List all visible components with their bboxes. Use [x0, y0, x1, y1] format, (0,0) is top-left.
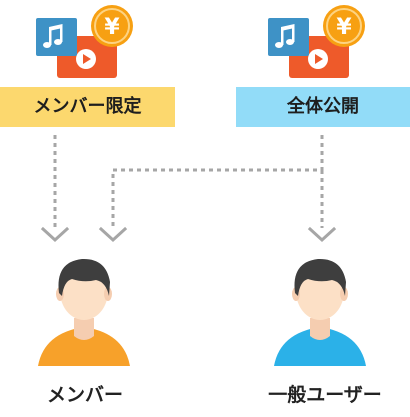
general-user-label: 一般ユーザー [268, 384, 382, 406]
music-card-icon [268, 18, 309, 56]
public-box [236, 87, 410, 127]
member-person-icon [38, 258, 130, 366]
member-label: メンバー [46, 384, 123, 406]
music-note-icon [275, 24, 295, 48]
arrowhead-member-1 [40, 226, 70, 243]
yen-symbol: ¥ [336, 15, 352, 40]
public-label: 全体公開 [287, 96, 359, 117]
paid-media-icon-members: ¥ [36, 5, 133, 78]
general-user-person-icon [274, 258, 366, 366]
members-only-box [0, 87, 175, 127]
arrow-public-to-member [111, 135, 324, 228]
arrowhead-member-2 [98, 226, 128, 243]
member-shirt [38, 327, 130, 366]
member-hair [58, 258, 110, 296]
members-only-label: メンバー限定 [33, 96, 142, 117]
music-note-icon [43, 24, 63, 48]
arrowhead-general [307, 226, 337, 243]
general-user-hair [294, 258, 346, 296]
yen-symbol: ¥ [104, 15, 120, 40]
yen-coin-icon [323, 5, 365, 47]
paid-media-icon-public: ¥ [268, 5, 365, 78]
yen-coin-icon [91, 5, 133, 47]
music-card-icon [36, 18, 77, 56]
general-user-shirt [274, 327, 366, 366]
